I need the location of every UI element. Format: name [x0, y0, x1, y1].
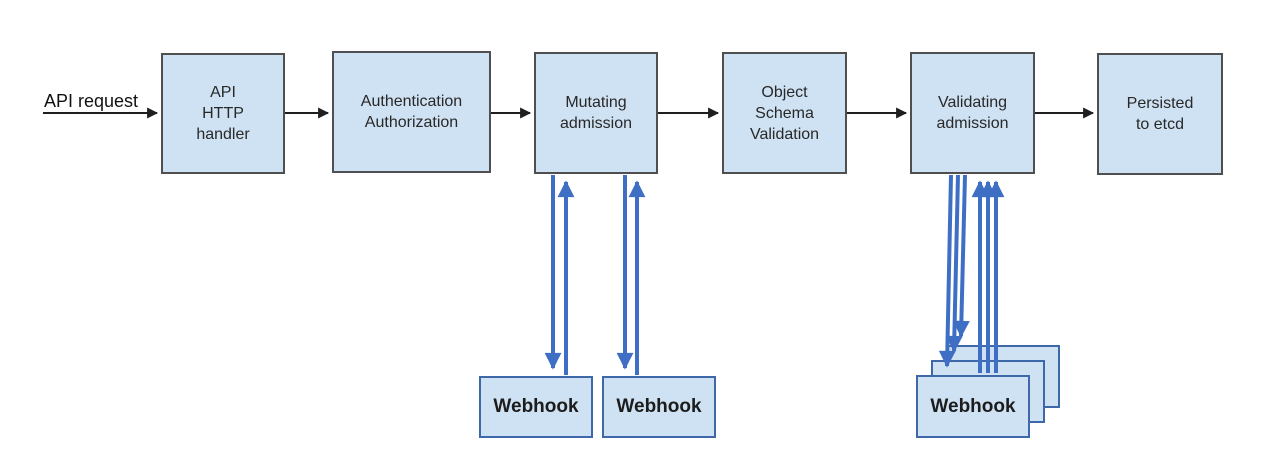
node-label-line: Validating — [937, 94, 1008, 111]
webhook-box-validating-front: Webhook — [916, 375, 1030, 438]
webhook-box-mutating-1: Webhook — [479, 376, 593, 438]
webhook-box-mutating-2: Webhook — [602, 376, 716, 438]
node-label-line: to etcd — [1135, 116, 1185, 133]
node-label-line: admission — [936, 115, 1009, 132]
arrow-validating-to-webhook-back — [952, 174, 970, 338]
node-label-line: Schema — [755, 104, 814, 122]
node-label-line: Persisted — [1126, 95, 1194, 112]
flow-node-validating-admission: Validating admission — [910, 52, 1035, 174]
flow-node-authentication-authorization: Authentication Authorization — [332, 51, 491, 173]
arrow-validating-to-webhook-front — [938, 174, 956, 368]
flow-node-object-schema-validation: Object Schema Validation — [722, 52, 847, 174]
node-label-line: API — [210, 84, 236, 101]
node-label-line: admission — [559, 115, 633, 132]
flow-node-persisted-to-etcd: Persisted to etcd — [1097, 53, 1223, 175]
node-label-line: HTTP — [202, 105, 244, 122]
webhook-label: Webhook — [493, 396, 579, 417]
flow-node-api-http-handler: API HTTP handler — [161, 53, 285, 174]
arrow-validating-to-webhook-middle — [945, 174, 963, 353]
node-label-line: handler — [196, 126, 250, 143]
flow-node-mutating-admission: Mutating admission — [534, 52, 658, 174]
node-label-line: Object — [761, 83, 808, 101]
webhook-label: Webhook — [616, 396, 702, 417]
node-label-line: Authorization — [364, 114, 459, 131]
node-label-line: Mutating — [565, 94, 627, 111]
webhook-label: Webhook — [930, 395, 1016, 417]
node-label-line: Validation — [749, 125, 820, 143]
node-label-line: Authentication — [360, 93, 463, 110]
api-request-label: API request — [44, 91, 139, 111]
